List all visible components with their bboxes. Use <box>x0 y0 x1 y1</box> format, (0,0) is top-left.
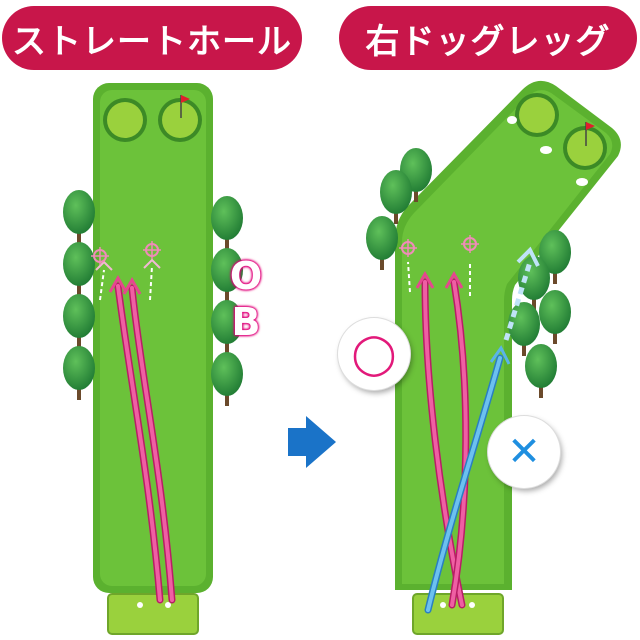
tree-icon <box>211 248 243 302</box>
straight-hole-tee <box>107 593 199 635</box>
tree-icon <box>211 300 243 354</box>
tree-icon <box>63 242 95 296</box>
target-icon <box>143 241 161 259</box>
good-mark-icon: ◯ <box>338 318 410 390</box>
tree-icon <box>525 344 557 398</box>
target-icon <box>91 247 109 265</box>
left-tree-row-right <box>211 196 243 406</box>
tree-icon <box>63 190 95 244</box>
tree-icon <box>211 196 243 250</box>
good-mark-symbol: ◯ <box>351 331 397 377</box>
straight-hole-shot-paths <box>91 241 176 604</box>
tree-icon <box>366 216 398 270</box>
ob-letter-b: B <box>231 300 261 344</box>
target-icon <box>461 235 479 253</box>
tree-icon <box>211 352 243 406</box>
dogleg-tee <box>412 593 504 635</box>
tree-icon <box>380 170 412 224</box>
tree-icon <box>539 230 571 284</box>
tree-icon <box>63 294 95 348</box>
left-tree-row-left <box>63 190 95 400</box>
dogleg-good-shot-paths <box>399 235 479 609</box>
bad-mark-icon: ✕ <box>488 416 560 488</box>
tree-icon <box>63 346 95 400</box>
right-dogleg-banner: 右ドッグレッグ <box>339 6 637 70</box>
right-dogleg-title: 右ドッグレッグ <box>365 21 611 62</box>
dogleg-greens <box>507 93 607 186</box>
ob-letter-o: O <box>229 254 263 298</box>
target-icon <box>399 239 417 257</box>
straight-hole-fairway <box>93 83 213 593</box>
flag-icon <box>181 95 190 103</box>
straight-hole-banner: ストレートホール <box>2 6 302 70</box>
dogleg-tree-row-left <box>366 148 432 270</box>
flag-icon <box>586 122 595 130</box>
straight-hole-greens <box>103 95 202 142</box>
straight-hole-title: ストレートホール <box>12 21 292 62</box>
dogleg-bad-shot-path <box>424 246 540 614</box>
tree-icon <box>539 290 571 344</box>
bad-mark-symbol: ✕ <box>507 429 541 475</box>
arrow-right-icon <box>288 416 336 468</box>
